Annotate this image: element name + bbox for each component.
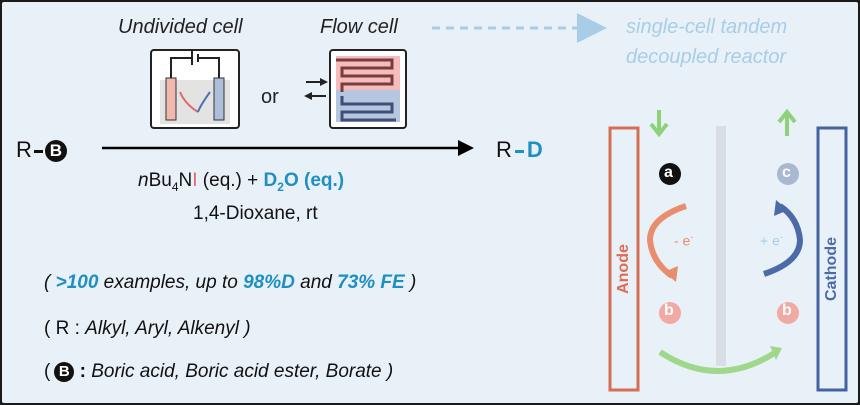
cathode-curved-arrow <box>763 203 804 277</box>
species-b-right-label: b <box>782 302 792 319</box>
species-c-circle <box>777 163 799 185</box>
membrane-bar <box>716 126 726 366</box>
flow-cell-label: Flow cell <box>320 16 398 38</box>
product-d: D <box>526 137 543 162</box>
boron-badge: B <box>44 140 67 163</box>
reaction-arrow <box>102 140 474 156</box>
transfer-arrow <box>658 349 778 374</box>
boron-note: (B : Boric acid, Boric acid ester, Borat… <box>44 361 394 382</box>
tandem-label-line1: single-cell tandem <box>626 16 788 38</box>
cathode-electrode <box>816 126 848 392</box>
reactant-r: R <box>16 137 32 162</box>
reactor-diagram <box>608 108 848 392</box>
species-a-circle <box>659 163 681 185</box>
anode-label: Anode <box>615 244 632 294</box>
species-b-left-label: b <box>664 302 674 319</box>
product-bond <box>514 149 524 153</box>
minus-electron-label: - e- <box>674 232 694 249</box>
undivided-cell-label: Undivided cell <box>118 16 243 38</box>
species-b-left-circle <box>659 302 681 324</box>
scope-note: ( >100 examples, up to 98%D and 73% FE ) <box>44 272 417 293</box>
r-group-note: ( R : Alkyl, Aryl, Alkenyl ) <box>44 318 251 339</box>
or-label: or <box>261 86 279 108</box>
species-a-label: a <box>664 164 673 181</box>
species-c-label: c <box>782 164 791 181</box>
anode-curved-arrow <box>646 203 687 279</box>
product-r: R <box>496 137 512 162</box>
cathode-label: Cathode <box>823 237 840 301</box>
reactant-bond <box>33 149 43 153</box>
anode-electrode <box>608 126 640 392</box>
solvent-line: 1,4-Dioxane, rt <box>193 203 318 224</box>
plus-electron-label: + e- <box>760 232 783 249</box>
boron-note-badge: B <box>54 361 75 382</box>
inlet-arrow <box>649 110 669 138</box>
tandem-label-line2: decoupled reactor <box>626 46 787 68</box>
iodine: I <box>192 170 198 191</box>
undivided-cell-icon <box>150 49 240 129</box>
outlet-arrow <box>777 108 797 136</box>
reagent-line: nBu4NI (eq.) + D2O (eq.) <box>138 170 345 194</box>
flow-cell-icon <box>304 49 407 129</box>
species-b-right-circle <box>777 302 799 324</box>
